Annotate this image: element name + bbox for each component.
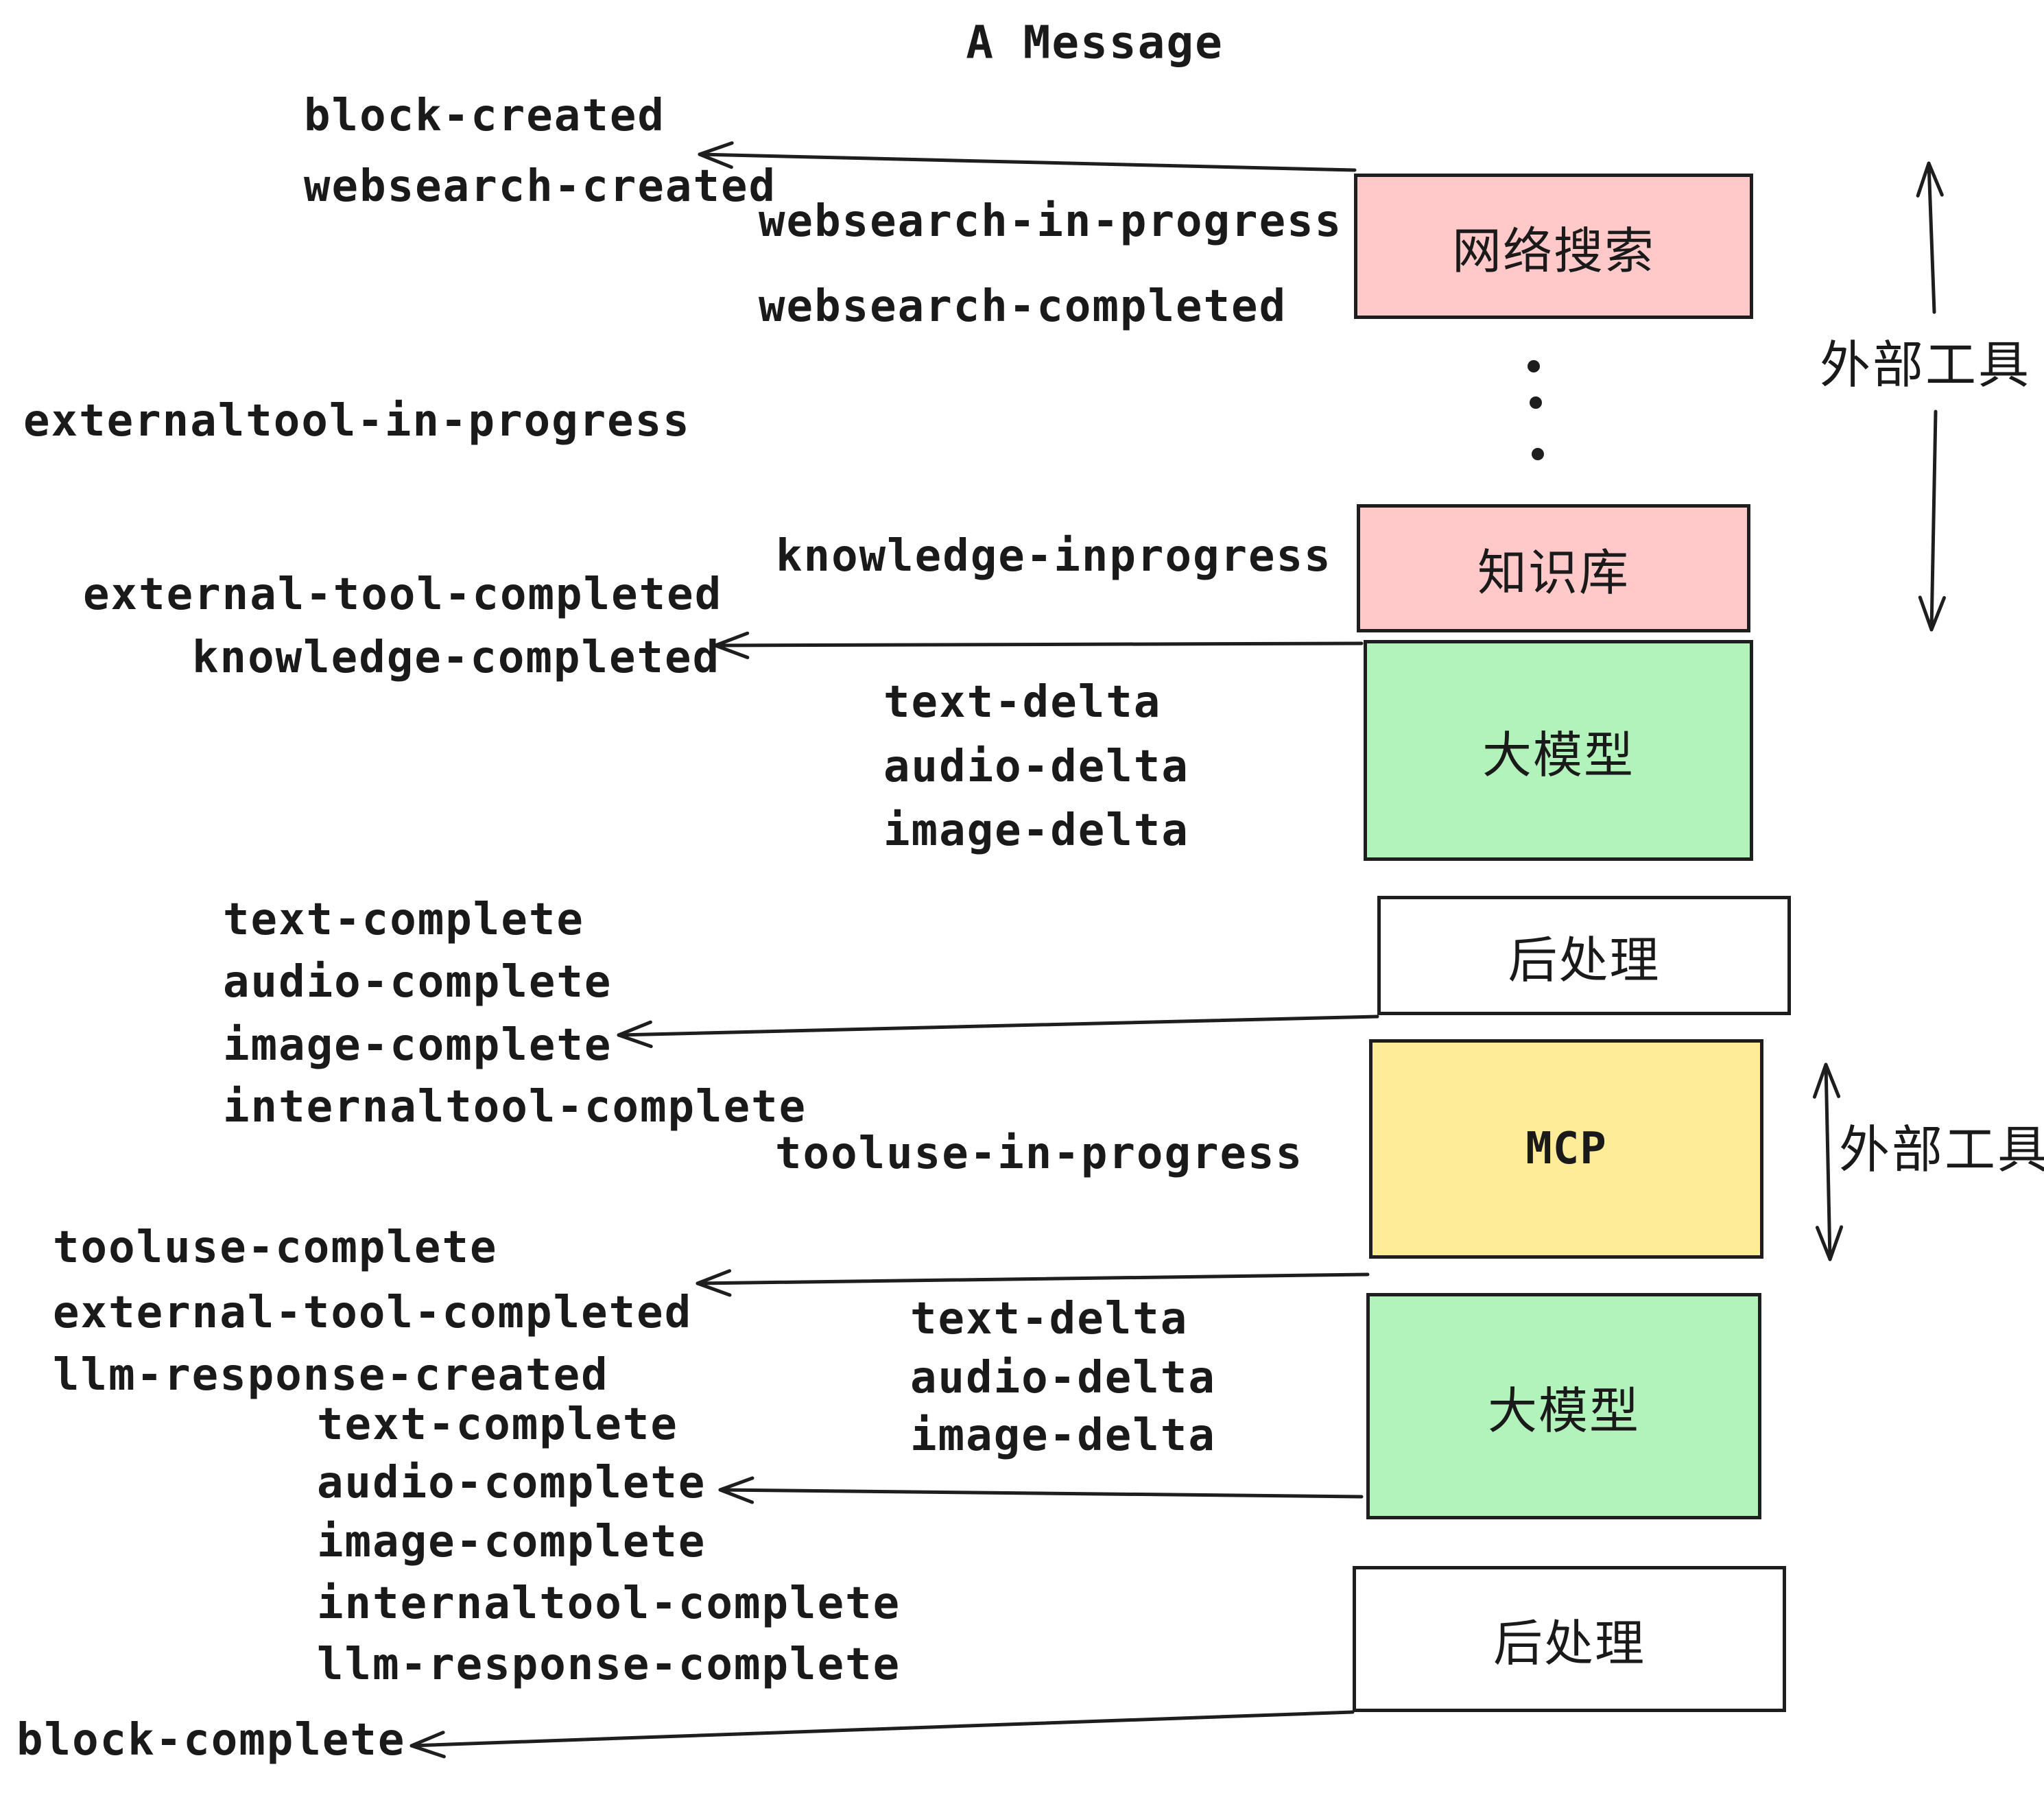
box-postprocess-1: 后处理: [1377, 896, 1791, 1015]
event-audio-complete-1: audio-complete: [223, 957, 613, 1008]
box-mcp: MCP: [1369, 1039, 1763, 1259]
box-llm-1: 大模型: [1364, 640, 1753, 861]
event-llm-response-created: llm-response-created: [53, 1350, 609, 1401]
event-external-tool-completed-1: external-tool-completed: [83, 569, 723, 621]
box-label-postprocess-1: 后处理: [1508, 931, 1661, 989]
box-websearch: 网络搜索: [1354, 174, 1753, 319]
event-audio-delta-1: audio-delta: [883, 741, 1189, 793]
event-llm-response-complete: llm-response-complete: [317, 1639, 901, 1691]
box-llm-2: 大模型: [1366, 1293, 1761, 1519]
event-image-complete-1: image-complete: [223, 1020, 613, 1071]
label-external-tools-top: 外部工具: [1820, 335, 2031, 395]
event-audio-delta-2: audio-delta: [910, 1353, 1216, 1404]
box-label-knowledge: 知识库: [1477, 544, 1630, 602]
page-title: A Message: [966, 16, 1224, 69]
event-internaltool-complete-2: internaltool-complete: [317, 1578, 901, 1630]
event-externaltool-in-progress: externaltool-in-progress: [23, 396, 691, 447]
arrow-external-tools-up: [1916, 161, 1944, 314]
ellipsis-dot-3: [1532, 448, 1544, 460]
event-block-complete: block-complete: [16, 1715, 406, 1766]
box-knowledge: 知识库: [1357, 504, 1750, 632]
event-block-created: block-created: [304, 91, 665, 142]
event-text-delta-2: text-delta: [910, 1294, 1189, 1345]
arrow-to-image-complete: [617, 1014, 1379, 1048]
arrow-to-block-created: [698, 141, 1357, 172]
event-image-delta-1: image-delta: [883, 805, 1189, 857]
event-audio-complete-2: audio-complete: [317, 1458, 706, 1509]
event-tooluse-in-progress: tooluse-in-progress: [775, 1128, 1304, 1180]
arrow-to-block-complete: [409, 1710, 1355, 1759]
event-text-complete-1: text-complete: [223, 894, 584, 946]
box-label-websearch: 网络搜索: [1451, 222, 1655, 280]
ellipsis-dot-2: [1530, 396, 1542, 409]
event-image-complete-2: image-complete: [317, 1517, 706, 1568]
event-websearch-created: websearch-created: [304, 161, 777, 213]
box-label-llm-1: 大模型: [1482, 726, 1635, 784]
event-internaltool-complete-1: internaltool-complete: [223, 1082, 807, 1133]
arrow-to-audio-complete: [718, 1476, 1364, 1504]
event-knowledge-completed: knowledge-completed: [192, 632, 721, 684]
box-postprocess-2: 后处理: [1353, 1566, 1786, 1712]
ellipsis-dot-1: [1528, 360, 1540, 372]
event-text-complete-2: text-complete: [317, 1399, 678, 1451]
box-label-llm-2: 大模型: [1487, 1381, 1640, 1440]
box-label-mcp: MCP: [1525, 1124, 1607, 1174]
event-text-delta-1: text-delta: [883, 677, 1162, 728]
event-image-delta-2: image-delta: [910, 1410, 1216, 1462]
arrow-external-tools-mcp-span: [1812, 1063, 1844, 1261]
event-websearch-completed: websearch-completed: [759, 281, 1287, 333]
event-external-tool-completed-2: external-tool-completed: [53, 1287, 693, 1339]
arrow-to-tooluse-complete: [696, 1269, 1370, 1297]
arrow-external-tools-down: [1918, 410, 1946, 632]
event-knowledge-inprogress: knowledge-inprogress: [776, 531, 1332, 582]
event-websearch-in-progress: websearch-in-progress: [759, 196, 1343, 248]
arrow-to-knowledge-completed: [713, 631, 1364, 659]
event-tooluse-complete: tooluse-complete: [53, 1222, 498, 1274]
label-external-tools-mcp: 外部工具: [1839, 1120, 2044, 1180]
box-label-postprocess-2: 后处理: [1493, 1615, 1645, 1672]
